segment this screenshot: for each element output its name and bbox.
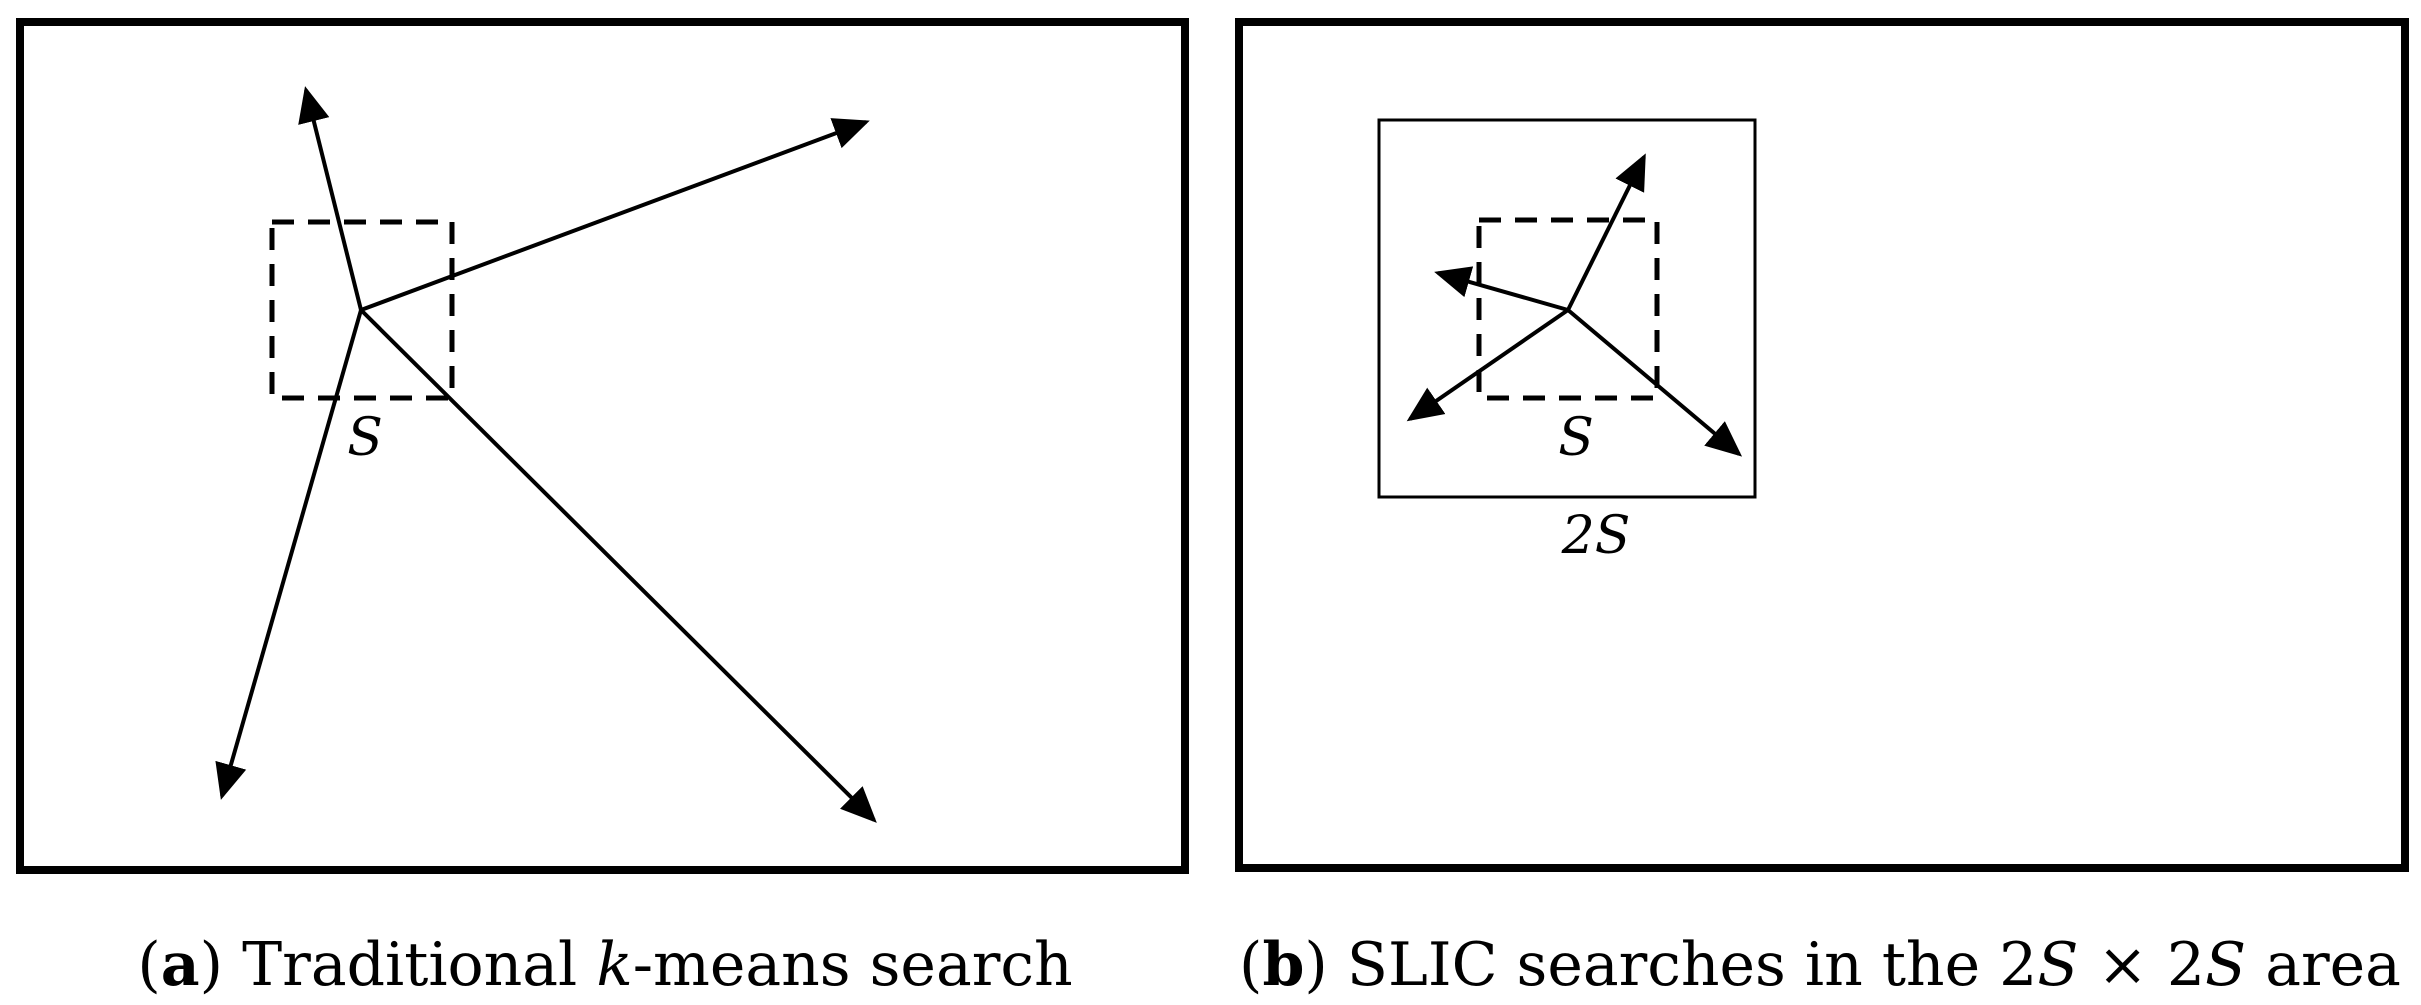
panel-a-caption: (a) Traditional k-means search xyxy=(137,930,1072,1000)
panel-b-arrow-up-right xyxy=(1566,153,1646,311)
panel-b-arrow-down-right xyxy=(1566,308,1743,457)
panel-a-arrow-up xyxy=(298,86,363,311)
panel-a-arrow-down-left xyxy=(215,309,363,800)
panel-b-frame xyxy=(1235,18,2409,872)
panel-a: S (a) Traditional k-means search xyxy=(16,18,1189,1000)
panel-a-search-window xyxy=(269,219,455,401)
panel-a-frame xyxy=(16,18,1189,874)
panel-b: S 2S (b) SLIC searches in the 2S × 2S ar… xyxy=(1235,18,2409,1000)
panel-b-arrow-down-left xyxy=(1406,308,1570,422)
panel-b-search-window xyxy=(1476,217,1660,401)
panel-a-arrow-down-right xyxy=(359,308,877,823)
panel-a-arrow-upper-right xyxy=(360,118,870,312)
panel-b-2s-region xyxy=(1377,118,1757,499)
panel-b-s-label: S xyxy=(1558,408,1594,468)
panel-b-caption: (b) SLIC searches in the 2S × 2S area xyxy=(1239,930,2401,1000)
panel-b-2s-label: 2S xyxy=(1561,506,1631,566)
panel-b-arrow-left xyxy=(1434,266,1569,312)
panel-a-s-label: S xyxy=(347,408,383,468)
